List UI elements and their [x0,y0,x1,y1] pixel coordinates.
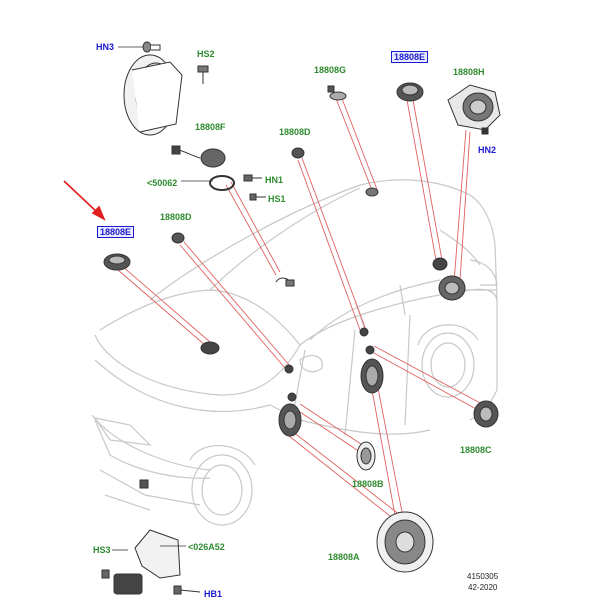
rivet-hn3 [142,41,161,53]
rear-pillar-speaker [432,257,448,271]
tweeter-18808d-left [171,232,185,244]
label-connector-lines [112,46,262,551]
label-hs2: HS2 [197,49,215,59]
nut-hn2 [481,127,488,134]
speaker-top-left [123,54,183,136]
label-18808e-top: 18808E [391,51,429,63]
subwoofer-18808h [447,84,501,135]
bolt-hb1 [173,585,201,595]
label-50062: <50062 [147,178,178,188]
b-pillar-speaker [359,327,369,337]
amplifier-block [113,573,143,595]
vehicle-outline [91,179,498,526]
label-hs3: HS3 [93,545,111,555]
label-hn3: HN3 [96,42,115,52]
leader-lines [117,95,483,521]
screw-hs2 [197,65,209,84]
woofer-18808a [376,511,434,573]
cable-bundle [275,277,295,287]
reference-number: 4150305 [467,572,499,581]
label-18808h: 18808H [453,67,485,77]
speaker-18808f [171,145,226,168]
label-18808b: 18808B [352,479,384,489]
speaker-18808b [356,441,376,471]
speaker-18808c [473,400,499,428]
dash-speaker [200,341,220,355]
screw-hs1 [249,193,266,201]
screw-hs3 [101,569,110,579]
rear-door-speaker [438,275,466,301]
ring-50062 [209,175,235,191]
mirror-tweeter [284,364,294,374]
speaker-18808e-left [103,253,131,271]
label-18808a: 18808A [328,552,360,562]
front-door-mid-speaker [278,392,302,437]
label-hb1: HB1 [204,589,223,599]
label-hs1: HS1 [268,194,286,204]
label-18808d-left: 18808D [160,212,192,222]
pointer-arrow [63,180,106,221]
label-hn2: HN2 [478,145,497,155]
label-hn1: HN1 [265,175,284,185]
label-18808d-top: 18808D [279,127,311,137]
label-18808g: 18808G [314,65,347,75]
label-18808f: 18808F [195,122,226,132]
tweeter-18808d-top [291,147,305,159]
label-026a52: <026A52 [188,542,225,552]
speaker-18808e-top [396,82,424,102]
label-18808e-left: 18808E [97,226,135,238]
rear-door-mid-speaker [360,345,384,394]
label-18808c: 18808C [460,445,492,455]
roof-tweeter [365,187,379,197]
bracket-026a52 [134,479,181,579]
reference-date: 42-2020 [468,583,498,592]
tweeter-18808g [327,85,347,101]
